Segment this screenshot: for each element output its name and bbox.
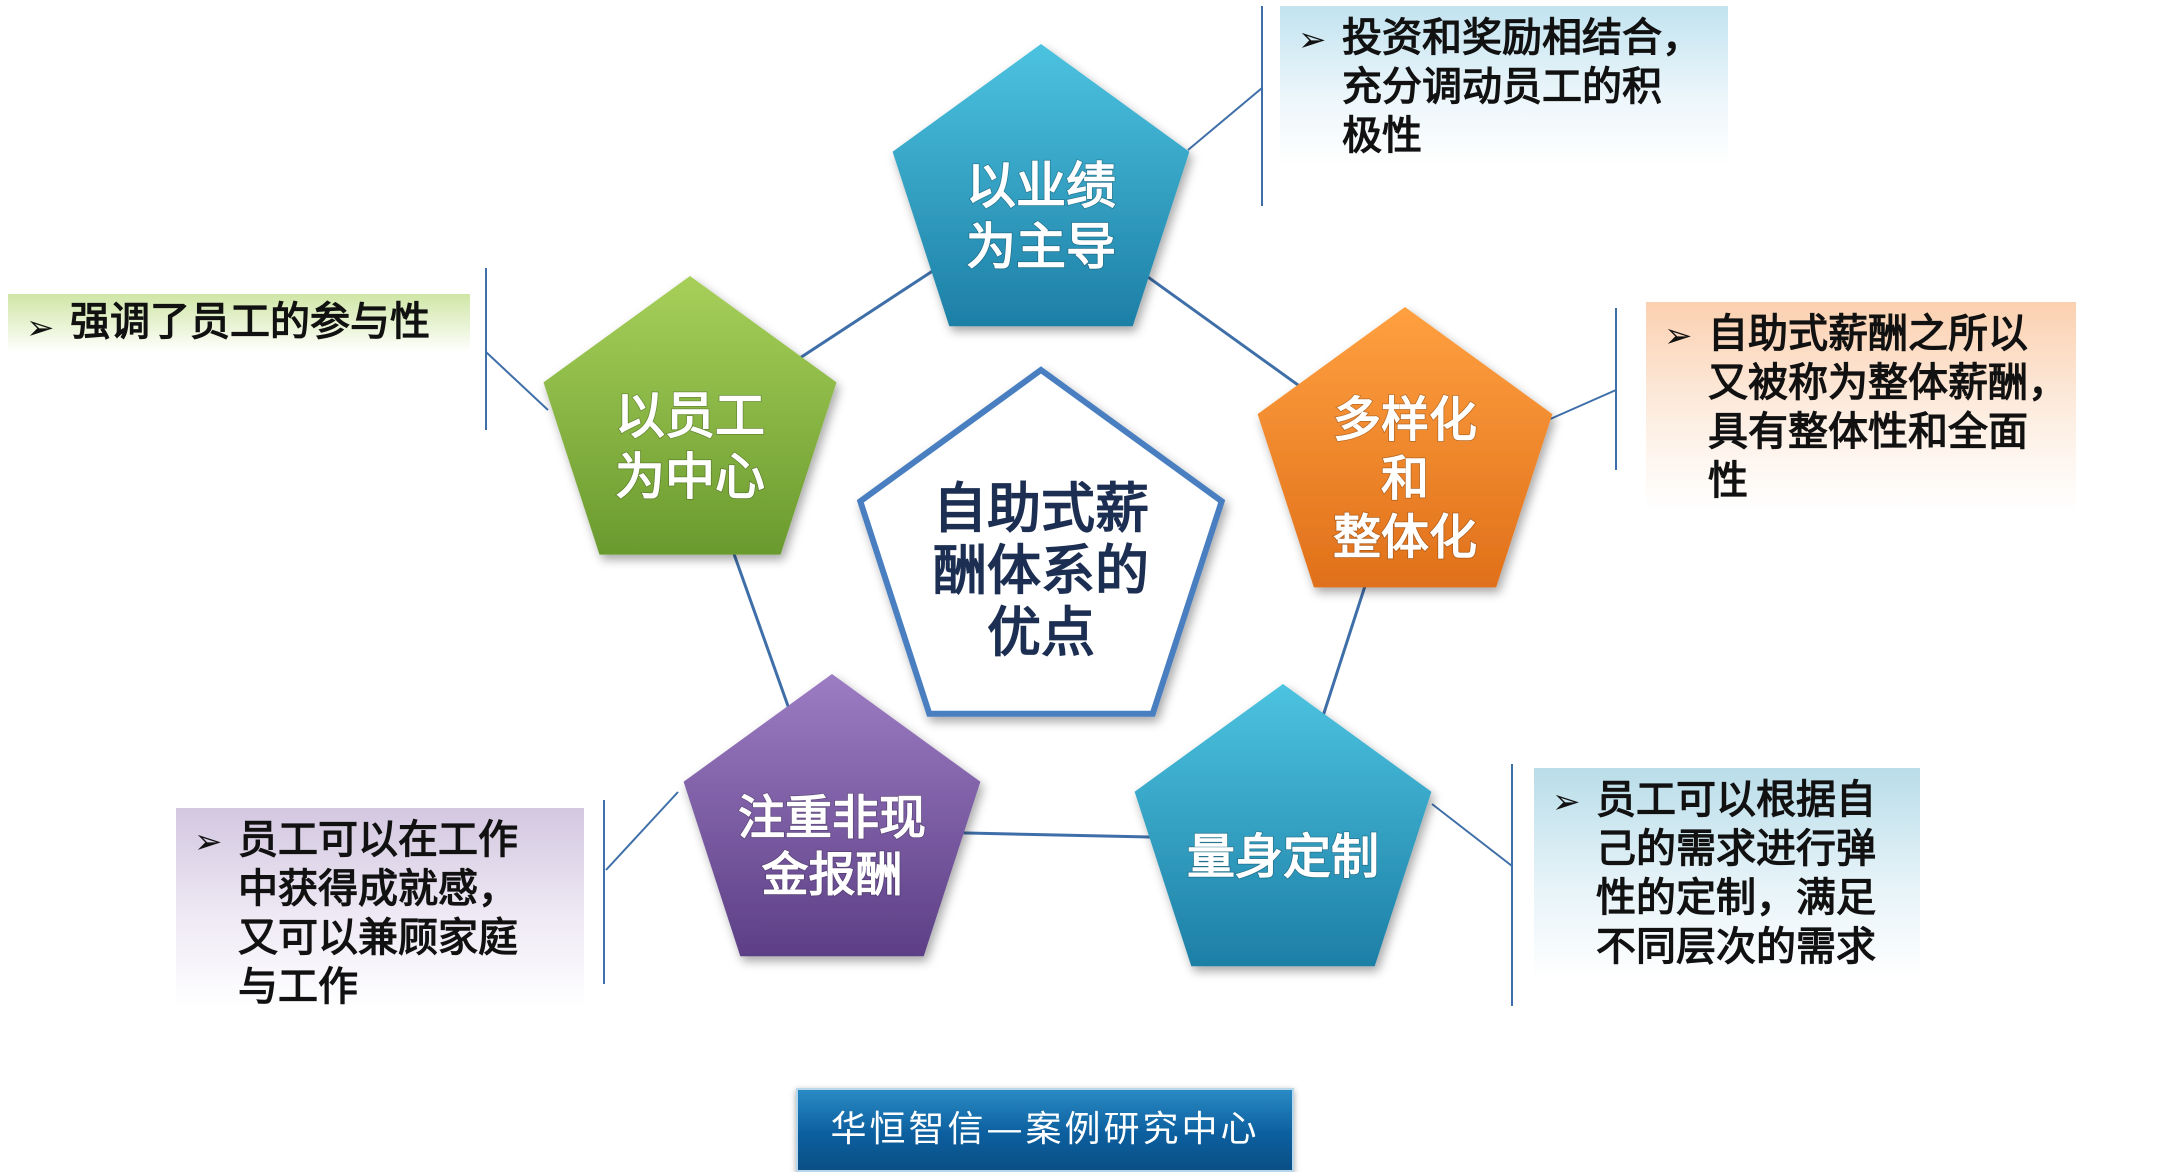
pentagon-label: 多样化 <box>1333 392 1477 448</box>
callout-line: 自助式薪酬之所以 <box>1708 311 2028 357</box>
callout-line: 具有整体性和全面 <box>1708 409 2028 455</box>
pentagon-label: 以员工 <box>615 387 765 445</box>
callout-bullet-icon: ➢ <box>1298 20 1327 60</box>
pentagon-label: 注重非现 <box>738 791 926 846</box>
callout-leader-line <box>605 791 679 871</box>
pentagon-shape <box>1134 684 1432 967</box>
callout-line: 又可以兼顾家庭 <box>238 915 518 961</box>
pentagon-shape <box>543 276 837 555</box>
callout-line: 己的需求进行弹 <box>1596 826 1876 872</box>
pentagon-label: 金报酬 <box>761 848 903 903</box>
callout-bottom-right: ➢ 员工可以根据自 己的需求进行弹 性的定制，满足 不同层次的需求 <box>1534 768 1920 980</box>
callout-line: 不同层次的需求 <box>1596 924 1876 970</box>
center-pentagon-label: 优点 <box>987 601 1095 664</box>
footer-banner: 华恒智信—案例研究中心 <box>796 1088 1294 1172</box>
callout-leader-line <box>1547 389 1617 421</box>
callout-bottom-left: ➢ 员工可以在工作 中获得成就感， 又可以兼顾家庭 与工作 <box>176 808 584 1010</box>
callout-leader-line <box>1431 803 1513 867</box>
pentagon-node-tailored: 量身定制 <box>1134 684 1432 967</box>
center-pentagon-label: 酬体系的 <box>933 539 1149 602</box>
callout-bullet-icon: ➢ <box>194 822 223 862</box>
callout-line: 员工可以在工作 <box>238 817 518 863</box>
callout-line: 员工可以根据自 <box>1596 777 1876 823</box>
callout-line: 性 <box>1708 458 1748 504</box>
pentagon-label: 为中心 <box>615 448 765 506</box>
pentagon-label: 为主导 <box>966 218 1116 276</box>
center-pentagon-label: 自助式薪 <box>933 477 1149 540</box>
callout-line: 充分调动员工的积 <box>1342 64 1662 110</box>
pentagon-label: 整体化 <box>1333 509 1477 565</box>
callout-left: ➢ 强调了员工的参与性 <box>8 294 470 352</box>
callout-leader-line <box>1187 87 1263 151</box>
callout-leader-lines <box>485 6 1617 1006</box>
pentagon-shape <box>683 674 981 957</box>
callout-leader-line <box>485 351 549 411</box>
callout-top: ➢ 投资和奖励相结合， 充分调动员工的积 极性 <box>1280 6 1728 166</box>
callout-bullet-icon: ➢ <box>1552 782 1581 822</box>
callout-bullet-icon: ➢ <box>26 308 55 348</box>
callout-line: 投资和奖励相结合， <box>1342 15 1702 61</box>
pentagon-label: 以业绩 <box>966 157 1116 215</box>
pentagon-shape <box>892 44 1190 327</box>
center-pentagon-shape <box>856 366 1226 717</box>
callout-right: ➢ 自助式薪酬之所以 又被称为整体薪酬， 具有整体性和全面 性 <box>1646 302 2076 512</box>
callout-bullet-icon: ➢ <box>1664 316 1693 356</box>
callout-line: 极性 <box>1342 113 1422 159</box>
pentagon-nodes: 以业绩为主导以员工为中心多样化和整体化注重非现金报酬量身定制 <box>543 44 1553 967</box>
pentagon-label: 和 <box>1381 451 1429 507</box>
callout-line: 强调了员工的参与性 <box>70 299 430 345</box>
pentagon-shape <box>1257 307 1553 588</box>
callout-line: 又被称为整体薪酬， <box>1708 360 2068 406</box>
callout-line: 与工作 <box>238 964 358 1010</box>
pentagon-label: 量身定制 <box>1187 829 1379 885</box>
callout-line: 中获得成就感， <box>238 866 518 912</box>
callout-line: 性的定制，满足 <box>1596 875 1876 921</box>
